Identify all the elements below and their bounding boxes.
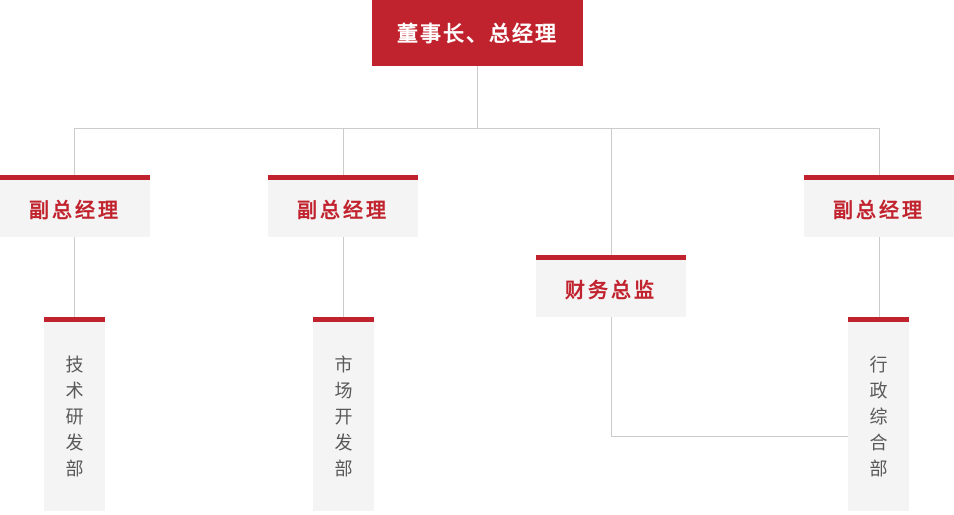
node-label: 副总经理 xyxy=(29,200,121,222)
node-label: 副总经理 xyxy=(833,200,925,222)
connector-manager1-to-dept xyxy=(74,237,75,317)
connector-finance-down xyxy=(611,317,612,436)
connector-manager4-to-dept xyxy=(879,237,880,317)
node-deputy-general-manager-3: 副总经理 xyxy=(804,175,954,237)
node-dept-market-development: 市场开发部 xyxy=(313,317,374,511)
connector-manager2-to-dept xyxy=(343,237,344,317)
node-label: 市场开发部 xyxy=(334,354,353,479)
node-label: 行政综合部 xyxy=(869,354,888,479)
connector-root-drop xyxy=(477,66,478,128)
node-dept-tech-rd: 技术研发部 xyxy=(44,317,105,511)
node-deputy-general-manager-1: 副总经理 xyxy=(0,175,150,237)
connector-main-horizontal xyxy=(74,128,880,129)
node-label: 董事长、总经理 xyxy=(397,23,558,46)
node-chairman-general-manager: 董事长、总经理 xyxy=(372,0,583,66)
node-dept-admin-general: 行政综合部 xyxy=(848,317,909,511)
connector-drop-manager-4 xyxy=(879,128,880,175)
connector-drop-manager-1 xyxy=(74,128,75,175)
node-label: 技术研发部 xyxy=(65,354,84,479)
node-deputy-general-manager-2: 副总经理 xyxy=(268,175,418,237)
connector-drop-manager-2 xyxy=(343,128,344,175)
connector-drop-finance-director xyxy=(611,128,612,255)
node-label: 财务总监 xyxy=(565,280,657,302)
connector-finance-elbow-right xyxy=(611,436,848,437)
node-finance-director: 财务总监 xyxy=(536,255,686,317)
node-label: 副总经理 xyxy=(297,200,389,222)
